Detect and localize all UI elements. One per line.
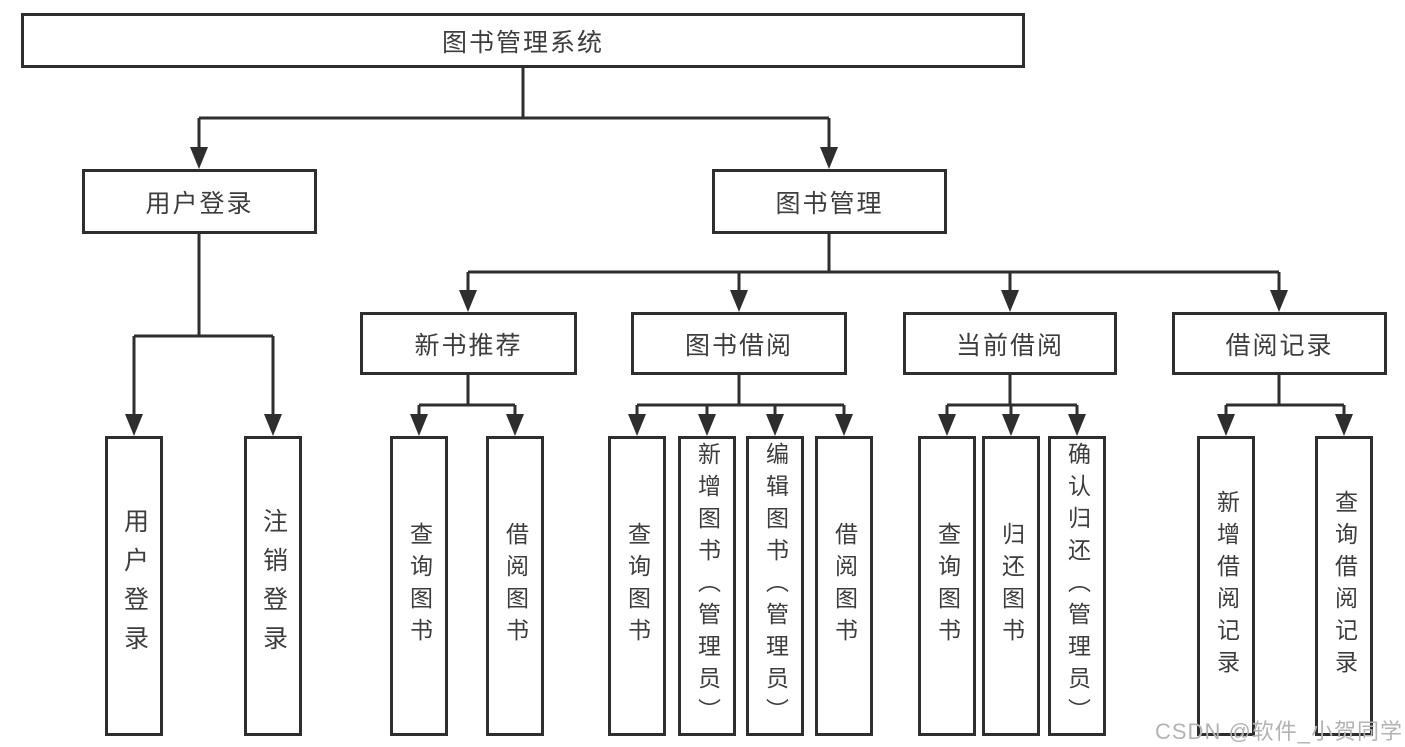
leaf-borrow-edit-book-admin: 编辑图书（管理员） (746, 436, 804, 736)
leaf-logout: 注销登录 (244, 436, 302, 736)
leaf-current-return-books: 归还图书 (982, 436, 1040, 736)
csdn-watermark: CSDN @软件_小贺同学 (1155, 719, 1404, 744)
leaf-borrow-query-books: 查询图书 (608, 436, 666, 736)
leaf-records-query-record: 查询借阅记录 (1315, 436, 1373, 736)
leaf-current-query-books: 查询图书 (918, 436, 976, 736)
node-borrow-records: 借阅记录 (1172, 312, 1387, 375)
leaf-borrow-add-book-admin: 新增图书（管理员） (678, 436, 736, 736)
leaf-newbook-borrow-books: 借阅图书 (486, 436, 544, 736)
node-user-login: 用户登录 (82, 169, 317, 234)
node-library-system: 图书管理系统 (21, 13, 1025, 68)
leaf-newbook-query-books: 查询图书 (390, 436, 448, 736)
node-book-management: 图书管理 (712, 169, 947, 234)
node-book-borrowing: 图书借阅 (631, 312, 847, 375)
leaf-borrow-borrow-books: 借阅图书 (815, 436, 873, 736)
leaf-current-confirm-return-admin: 确认归还（管理员） (1048, 436, 1106, 736)
node-current-borrowing: 当前借阅 (903, 312, 1117, 375)
leaf-user-login: 用户登录 (105, 436, 163, 736)
leaf-records-add-record: 新增借阅记录 (1197, 436, 1255, 736)
node-new-book-recommend: 新书推荐 (360, 312, 577, 375)
